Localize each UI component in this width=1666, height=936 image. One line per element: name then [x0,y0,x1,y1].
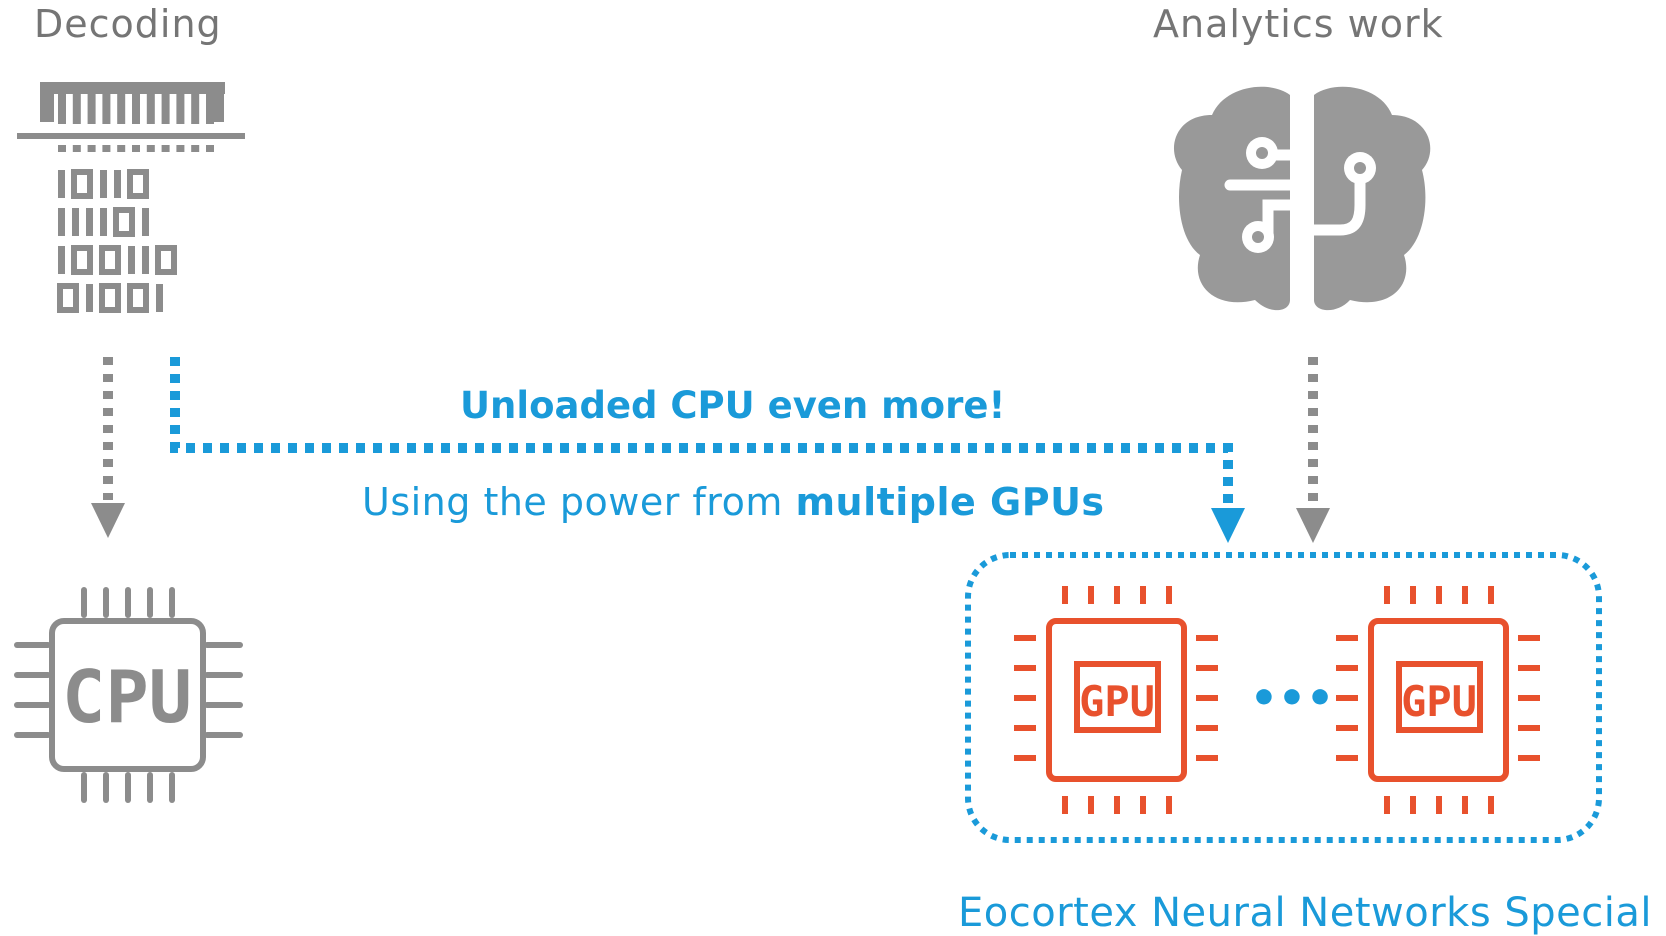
gpu-chip-label: GPU [1079,677,1155,726]
decoding-to-gpu-arrow [170,357,1245,543]
subline-prefix: Using the power from [362,480,796,524]
gpu-group-box [965,552,1602,843]
subline-bold: multiple GPUs [795,480,1105,524]
decoding-to-cpu-arrow [91,357,125,538]
binary-decoder-icon [17,82,245,313]
gpu-chip-icon: GPU [1336,586,1540,814]
gpu-separator-dots: ••• [1250,673,1334,724]
cpu-chip-label: CPU [62,655,192,739]
analytics-label: Analytics work [1153,2,1444,46]
subline: Using the power from multiple GPUs [362,480,1105,524]
headline: Unloaded CPU even more! [460,384,1006,427]
gpu-chip-icon: GPU [1014,586,1218,814]
footer-label: Eocortex Neural Networks Special [958,890,1652,936]
gpu-chip-label: GPU [1401,677,1477,726]
analytics-to-gpu-arrow [1296,357,1330,543]
brain-circuit-icon [1173,86,1431,311]
decoding-label: Decoding [34,2,222,46]
cpu-chip-icon: CPU [14,587,243,803]
